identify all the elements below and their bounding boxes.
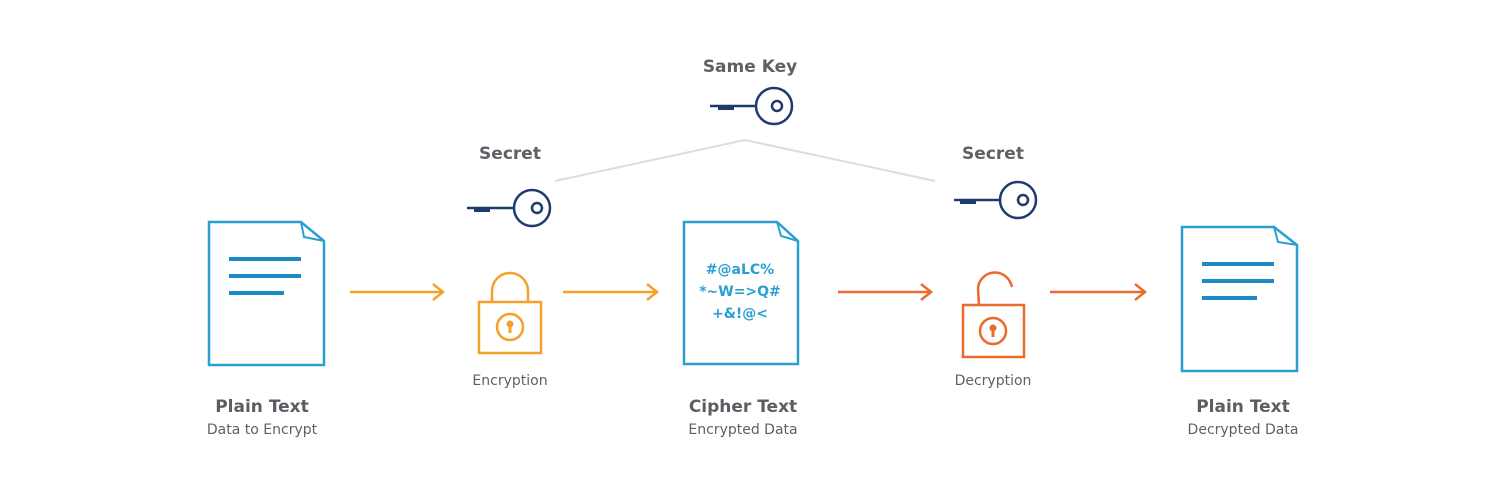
lock-open-icon	[961, 271, 1026, 359]
decrypted-text-title: Plain Text	[1196, 397, 1290, 417]
arrow-icon	[838, 283, 934, 301]
encryption-key-label: Secret	[479, 144, 541, 164]
cipher-text-content: #@aLC% *~W=>Q# +&!@<	[699, 259, 781, 325]
arrow-icon	[350, 283, 446, 301]
cipher-document-icon	[682, 220, 800, 366]
same-key-connector	[554, 138, 936, 182]
key-icon	[467, 188, 552, 228]
cipher-text-subtitle: Encrypted Data	[688, 422, 798, 438]
encryption-label: Encryption	[472, 373, 548, 389]
same-key-label: Same Key	[702, 57, 798, 77]
arrow-icon	[1050, 283, 1148, 301]
plain-text-title: Plain Text	[215, 397, 309, 417]
decryption-label: Decryption	[954, 373, 1032, 389]
plain-text-subtitle: Data to Encrypt	[206, 422, 318, 438]
key-icon	[710, 86, 794, 126]
cipher-line: #@aLC%	[705, 262, 775, 278]
cipher-line: *~W=>Q#	[699, 284, 781, 300]
cipher-text-title: Cipher Text	[688, 397, 798, 417]
cipher-line: +&!@<	[711, 306, 769, 322]
document-icon	[1180, 225, 1299, 373]
document-icon	[207, 220, 326, 367]
arrow-icon	[563, 283, 660, 301]
decrypted-text-subtitle: Decrypted Data	[1187, 422, 1299, 438]
key-icon	[954, 180, 1038, 220]
lock-closed-icon	[477, 271, 543, 355]
decryption-key-label: Secret	[962, 144, 1024, 164]
